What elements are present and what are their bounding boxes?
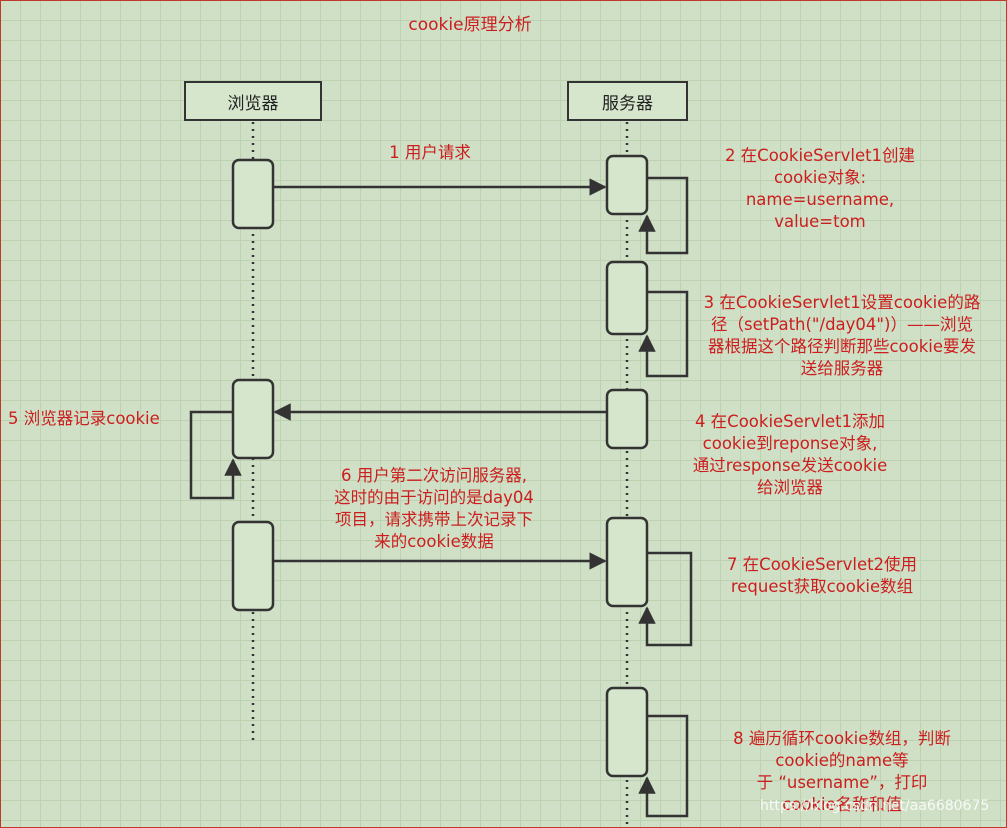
server-activation-1 bbox=[605, 154, 649, 216]
step-3-label: 3 在CookieServlet1设置cookie的路 径（setPath("/… bbox=[703, 293, 981, 378]
self-loop-step-5 bbox=[189, 410, 242, 500]
watermark: https://blog.csdn.net/aa6680675 bbox=[760, 798, 990, 814]
self-loop-step-8 bbox=[638, 714, 689, 818]
server-activation-5 bbox=[605, 686, 649, 778]
step-6-label: 6 用户第二次访问服务器, 这时的由于访问的是day04 项目，请求携带上次记录… bbox=[334, 466, 534, 551]
diagram-title: cookie原理分析 bbox=[408, 15, 532, 35]
self-loop-step-2 bbox=[638, 176, 689, 255]
step-8-label: 8 遍历循环cookie数组，判断 cookie的name等 于 “userna… bbox=[733, 729, 951, 814]
server-activation-4 bbox=[605, 516, 649, 608]
self-loop-step-7 bbox=[638, 551, 693, 647]
step-5-label: 5 浏览器记录cookie bbox=[8, 409, 160, 428]
browser-activation-3 bbox=[231, 520, 275, 612]
server-activation-3 bbox=[605, 388, 649, 450]
step-2-label: 2 在CookieServlet1创建 cookie对象: name=usern… bbox=[724, 146, 916, 231]
step-4-label: 4 在CookieServlet1添加 cookie到reponse对象, 通过… bbox=[692, 412, 888, 497]
browser-activation-2 bbox=[231, 378, 275, 460]
actor-browser: 浏览器 bbox=[184, 81, 322, 121]
browser-activation-1 bbox=[231, 158, 275, 230]
server-activation-2 bbox=[605, 260, 649, 336]
step-1-label: 1 用户请求 bbox=[389, 143, 471, 162]
step-7-label: 7 在CookieServlet2使用 request获取cookie数组 bbox=[726, 555, 918, 596]
self-loop-step-3 bbox=[638, 290, 689, 378]
actor-server: 服务器 bbox=[567, 81, 688, 121]
